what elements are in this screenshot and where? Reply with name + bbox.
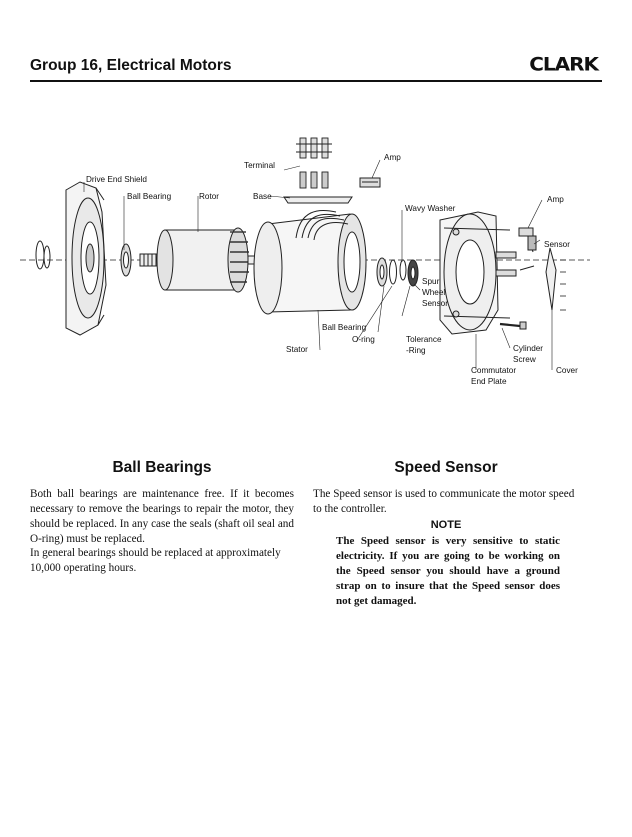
label-ring: -Ring — [406, 346, 426, 355]
ball-bearings-heading: Ball Bearings — [112, 459, 212, 476]
speed-sensor-heading: Speed Sensor — [394, 459, 498, 476]
label-spur: Spur — [422, 277, 440, 286]
label-sensor-2: Sensor — [422, 299, 448, 308]
page-title: Group 16, Electrical Motors — [30, 57, 232, 74]
label-sensor: Sensor — [544, 240, 570, 249]
cylinder-screw-part — [499, 321, 527, 330]
ball-bearing-mid-part — [376, 257, 388, 287]
label-amp-right: Amp — [547, 195, 564, 204]
label-rotor: Rotor — [199, 192, 219, 201]
clark-logo: CLARK — [529, 52, 599, 76]
label-amp-top: Amp — [384, 153, 401, 162]
label-end-plate: End Plate — [471, 377, 507, 386]
label-ball-bearing-left: Ball Bearing — [127, 192, 172, 201]
rotor-part — [139, 227, 263, 293]
ball-bearings-paragraph-2: In general bearings should be replaced a… — [30, 547, 281, 574]
wavy-washer-part — [399, 259, 407, 281]
speed-sensor-paragraph-1: The Speed sensor is used to communicate … — [313, 488, 575, 515]
o-ring-part — [389, 259, 397, 285]
amp-connector-top-part — [359, 177, 381, 188]
header-rule — [30, 80, 602, 82]
label-cylinder: Cylinder — [513, 344, 543, 353]
label-terminal: Terminal — [244, 161, 275, 170]
ball-bearings-paragraph-1: Both ball bearings are maintenance free.… — [30, 488, 294, 545]
commutator-end-plate-part — [439, 211, 517, 335]
exploded-motor-diagram: Terminal Amp Drive End Shield Ball Beari… — [20, 137, 590, 386]
label-screw: Screw — [513, 355, 536, 364]
label-drive-end-shield: Drive End Shield — [86, 175, 147, 184]
label-ball-bearing-mid: Ball Bearing — [322, 323, 367, 332]
label-wheel: Wheel — [422, 288, 445, 297]
terminal-block-part — [283, 137, 353, 204]
label-o-ring: O-ring — [352, 335, 375, 344]
shaft-seal-part — [35, 240, 51, 270]
cover-part — [545, 247, 557, 311]
ball-bearing-left-part — [120, 243, 132, 277]
small-bolts-part — [560, 259, 566, 311]
label-commutator: Commutator — [471, 366, 516, 375]
speed-sensor-part — [519, 235, 537, 271]
stator-part — [253, 209, 367, 315]
note-body: The Speed sensor is very sensitive to st… — [336, 535, 560, 607]
note-heading: NOTE — [430, 519, 462, 531]
label-base: Base — [253, 192, 272, 201]
label-cover: Cover — [556, 366, 578, 375]
label-wavy-washer: Wavy Washer — [405, 204, 456, 213]
label-stator: Stator — [286, 345, 308, 354]
drive-end-shield-part — [65, 181, 107, 336]
spur-wheel-sensor-part — [407, 259, 419, 287]
label-tolerance: Tolerance — [406, 335, 442, 344]
